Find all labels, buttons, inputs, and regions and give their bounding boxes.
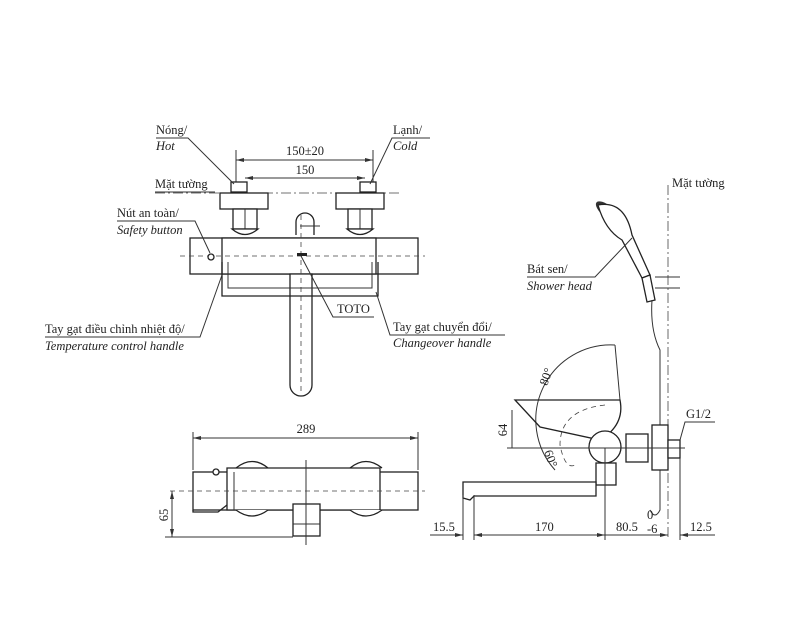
dim-80-5-label: 80.5 xyxy=(616,520,638,534)
dim-150-label: 150 xyxy=(296,163,315,177)
angle-arc xyxy=(535,344,616,471)
shower-label-vi: Bát sen/ xyxy=(527,262,568,276)
hot-label-en: Hot xyxy=(155,139,175,153)
dim-170-label: 170 xyxy=(535,520,554,534)
dim-150: 150 xyxy=(245,163,365,180)
toto-logo-mark xyxy=(297,253,307,256)
brand-label: TOTO xyxy=(337,302,370,316)
dim-80-5-tol-top: 0 xyxy=(647,508,653,522)
hot-label-vi: Nóng/ xyxy=(156,123,188,137)
dim-65-label: 65 xyxy=(157,509,171,522)
wall-label: Mặt tường xyxy=(155,177,208,191)
front-view: 289 65 xyxy=(157,422,425,545)
cold-label-vi: Lạnh/ xyxy=(393,123,423,137)
thread-label: G1/2 xyxy=(686,407,711,421)
changeover-label-en: Changeover handle xyxy=(393,336,492,350)
dim-150-20-label: 150±20 xyxy=(286,144,324,158)
safety-label-vi: Nút an toàn/ xyxy=(117,206,179,220)
side-view: Mặt tường Bát sen/ Shower head 64 80° 60… xyxy=(430,176,725,540)
spout-side xyxy=(462,481,597,501)
cold-label-en: Cold xyxy=(393,139,418,153)
dim-64-label: 64 xyxy=(496,423,510,436)
temp-handle-label-vi: Tay gạt điều chỉnh nhiệt độ/ xyxy=(45,322,185,336)
dim-12-5-label: 12.5 xyxy=(690,520,712,534)
temp-handle-label-en: Temperature control handle xyxy=(45,339,184,353)
dim-80-5-tol-bot: -6 xyxy=(647,522,657,536)
wall-label-side: Mặt tường xyxy=(672,176,725,190)
safety-button xyxy=(207,253,215,261)
changeover-label-vi: Tay gạt chuyển đổi/ xyxy=(393,320,492,334)
safety-label-en: Safety button xyxy=(117,223,183,237)
top-view: 150±20 150 Mặt tường Nóng/ Hot xyxy=(45,123,505,397)
shower-label-en: Shower head xyxy=(527,279,593,293)
dim-289-label: 289 xyxy=(297,422,316,436)
angle-80-label: 80° xyxy=(537,366,556,387)
dim-15-5-label: 15.5 xyxy=(433,520,455,534)
dim-150-20: 150±20 xyxy=(235,144,374,185)
shower-head xyxy=(595,201,680,516)
angle-60-label: 60° xyxy=(541,448,560,469)
